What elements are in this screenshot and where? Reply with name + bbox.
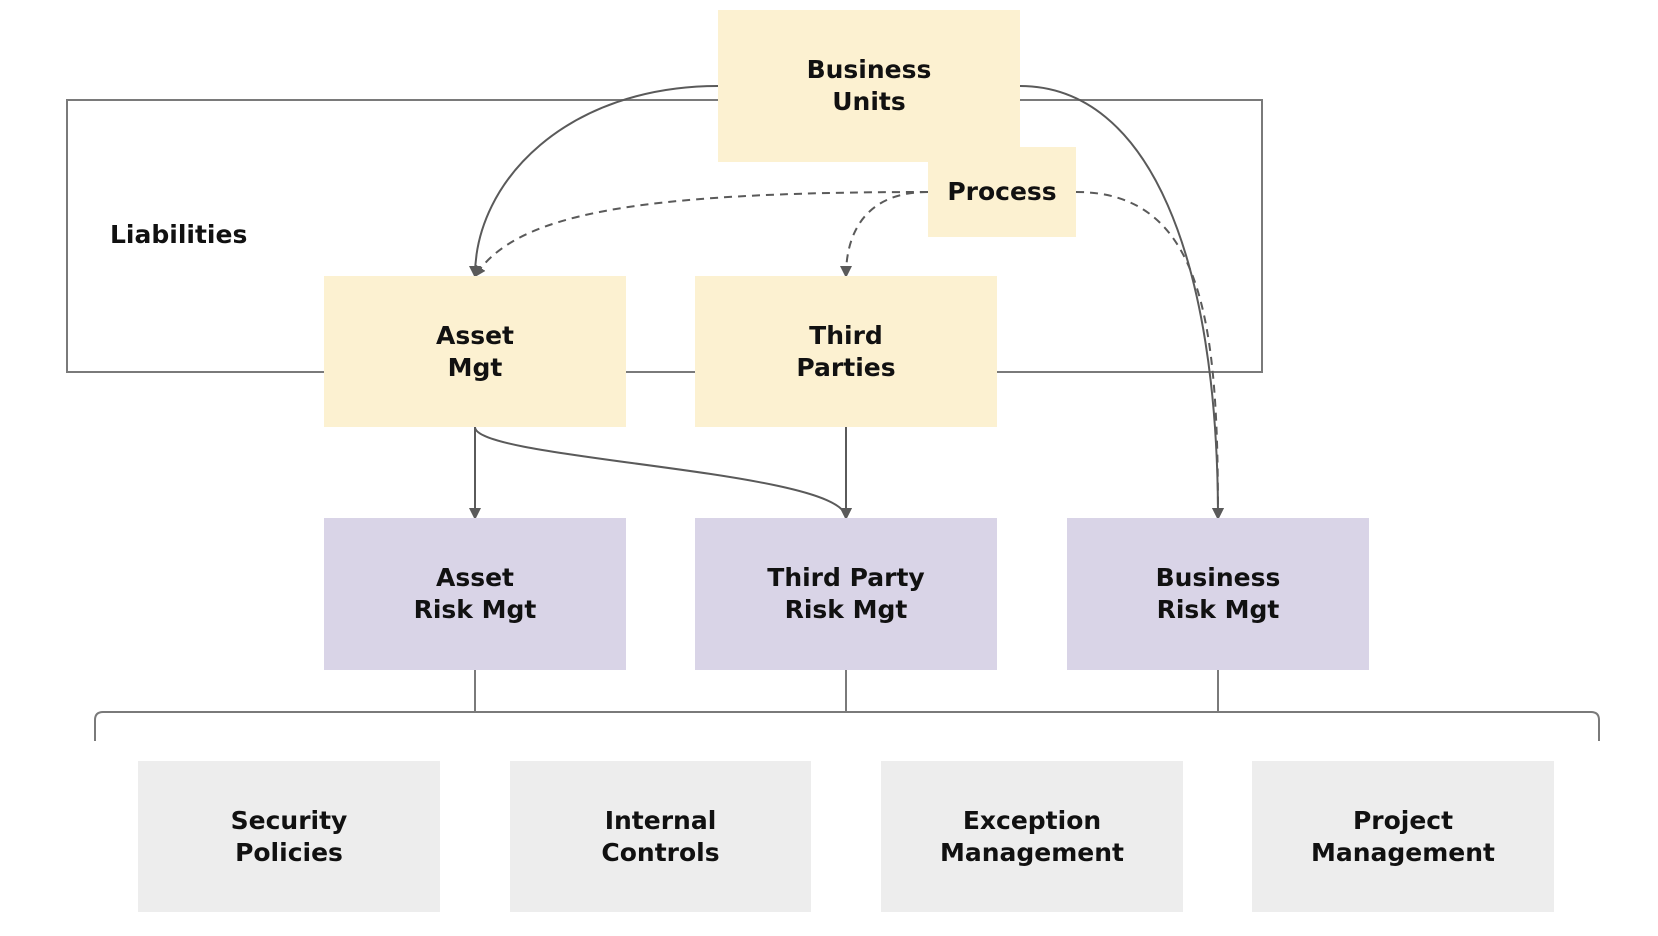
node-line: Risk Mgt (1156, 595, 1280, 624)
edge-layer (469, 85, 1224, 520)
edge-process-to-third-parties (840, 191, 929, 278)
node-process[interactable]: Process (928, 147, 1076, 237)
node-third-parties[interactable]: Third Parties (695, 276, 997, 427)
node-asset-risk-mgt[interactable]: Asset Risk Mgt (324, 518, 626, 670)
liabilities-frame (66, 99, 1263, 373)
node-project-management[interactable]: Project Management (1252, 761, 1554, 912)
edge-asset-mgt-to-third-party-risk-mgt (474, 426, 852, 520)
node-line: Management (1310, 837, 1496, 867)
node-line: Risk Mgt (413, 595, 537, 624)
node-business-units[interactable]: Business Units (718, 10, 1020, 162)
edge-process-to-business-risk-mgt (1075, 191, 1224, 520)
node-line: Controls (601, 837, 720, 867)
node-line: Asset (435, 320, 514, 350)
node-line: Policies (235, 837, 343, 867)
node-line: Process (947, 177, 1057, 206)
bracket-line (94, 711, 1600, 741)
edge-business-units-to-business-risk-mgt (1019, 85, 1224, 520)
node-line: Third (809, 320, 883, 350)
node-line: Project (1352, 805, 1454, 835)
node-line: Third Party (767, 563, 925, 592)
node-security-policies[interactable]: Security Policies (138, 761, 440, 912)
node-internal-controls[interactable]: Internal Controls (510, 761, 811, 912)
edge-process-to-asset-mgt (473, 191, 929, 278)
node-line: Business (1155, 563, 1281, 592)
node-line: Security (230, 805, 348, 835)
node-asset-mgt[interactable]: Asset Mgt (324, 276, 626, 427)
node-business-risk-mgt[interactable]: Business Risk Mgt (1067, 518, 1369, 670)
node-line: Business (806, 55, 932, 84)
node-line: Risk Mgt (784, 595, 908, 624)
node-third-party-risk-mgt[interactable]: Third Party Risk Mgt (695, 518, 997, 670)
node-line: Units (832, 87, 906, 116)
node-line: Exception (962, 805, 1102, 835)
edge-business-units-to-asset-mgt (469, 85, 719, 278)
node-line: Asset (435, 563, 514, 592)
node-exception-management[interactable]: Exception Management (881, 761, 1183, 912)
liabilities-label: Liabilities (110, 220, 248, 249)
node-line: Internal (604, 805, 717, 835)
bracket-layer (94, 670, 1600, 741)
node-line: Management (939, 837, 1125, 867)
node-line: Parties (796, 352, 896, 382)
node-line: Mgt (447, 352, 503, 382)
